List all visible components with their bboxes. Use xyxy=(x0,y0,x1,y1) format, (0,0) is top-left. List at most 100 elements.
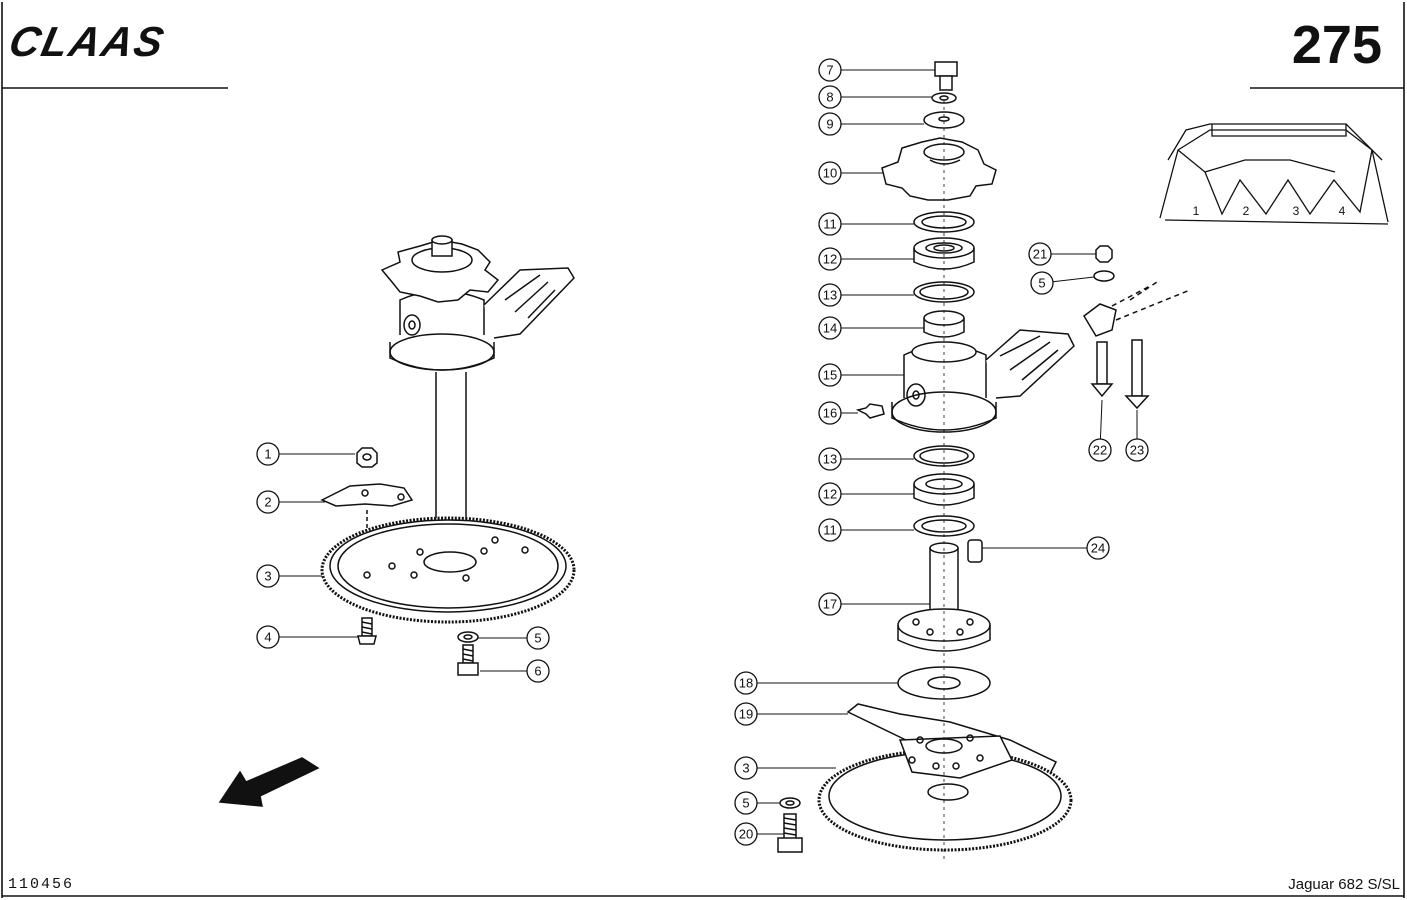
callout-12: 12 xyxy=(818,247,914,271)
callout-11: 11 xyxy=(818,518,914,542)
callout-circle xyxy=(256,564,280,588)
callout-1: 1 xyxy=(256,442,355,466)
inset-row-labels: 1 2 3 4 xyxy=(1193,204,1346,218)
part-23-bolt xyxy=(1124,339,1150,410)
callout-circle xyxy=(818,212,842,236)
callout-circle xyxy=(818,161,842,185)
callout-label: 5 xyxy=(1038,276,1045,291)
left-gearbox-housing xyxy=(389,267,575,371)
callout-label: 6 xyxy=(534,664,541,679)
callout-12: 12 xyxy=(818,482,914,506)
callout-circle xyxy=(818,401,842,425)
callout-circle xyxy=(818,447,842,471)
model-name: Jaguar 682 S/SL xyxy=(1288,876,1400,893)
callout-6: 6 xyxy=(480,659,550,683)
left-plate xyxy=(320,483,414,575)
left-nut xyxy=(356,447,378,468)
left-assembly xyxy=(218,235,576,807)
callout-label: 1 xyxy=(264,447,271,462)
callout-circle xyxy=(734,791,758,815)
callout-5: 5 xyxy=(1030,271,1095,295)
callout-circle xyxy=(734,671,758,695)
part-10-sprocket xyxy=(881,137,997,201)
callout-circle xyxy=(256,625,280,649)
callout-13: 13 xyxy=(818,447,914,471)
callout-circle xyxy=(1086,536,1110,560)
callout-11: 11 xyxy=(818,212,914,236)
leader-line xyxy=(1052,276,1095,283)
header-overview-inset xyxy=(1159,123,1389,225)
callout-label: 12 xyxy=(823,252,837,267)
callout-label: 20 xyxy=(739,827,753,842)
callout-circle xyxy=(1030,271,1054,295)
callout-label: 12 xyxy=(823,487,837,502)
callout-label: 5 xyxy=(742,796,749,811)
callout-circle xyxy=(818,363,842,387)
callout-label: 18 xyxy=(739,676,753,691)
inset-label: 1 xyxy=(1193,204,1200,218)
callout-16: 16 xyxy=(818,401,858,425)
callout-circle xyxy=(526,626,550,650)
inset-label: 3 xyxy=(1293,204,1300,218)
callout-7: 7 xyxy=(818,58,935,82)
callout-circle xyxy=(818,316,842,340)
callout-circle xyxy=(818,518,842,542)
callout-label: 9 xyxy=(826,117,833,132)
callout-circle xyxy=(256,490,280,514)
callout-22: 22 xyxy=(1088,399,1112,462)
callout-circle xyxy=(1088,438,1112,462)
callout-circle xyxy=(734,756,758,780)
callout-5: 5 xyxy=(734,791,780,815)
part-7-bolt xyxy=(934,61,958,91)
part-22-bolt xyxy=(1090,341,1114,398)
left-bolt-4 xyxy=(357,617,377,645)
callout-17: 17 xyxy=(818,592,930,616)
callout-15: 15 xyxy=(818,363,904,387)
callout-circle xyxy=(1125,438,1149,462)
callout-label: 5 xyxy=(534,631,541,646)
callout-19: 19 xyxy=(734,702,848,726)
callout-circle xyxy=(818,482,842,506)
callout-label: 15 xyxy=(823,368,837,383)
right-assembly xyxy=(777,61,1191,860)
callout-18: 18 xyxy=(734,671,898,695)
inset-label: 2 xyxy=(1243,204,1250,218)
callout-label: 23 xyxy=(1130,443,1144,458)
part-15-housing xyxy=(891,329,1075,433)
callout-label: 4 xyxy=(264,630,271,645)
callout-label: 2 xyxy=(264,495,271,510)
callout-circle xyxy=(818,85,842,109)
callout-label: 22 xyxy=(1093,443,1107,458)
callout-24: 24 xyxy=(982,536,1110,560)
callout-circle xyxy=(818,283,842,307)
callout-23: 23 xyxy=(1125,410,1149,462)
callout-4: 4 xyxy=(256,625,358,649)
left-toothed-disc xyxy=(320,516,576,624)
callout-13: 13 xyxy=(818,283,914,307)
callout-label: 10 xyxy=(823,166,837,181)
callout-circle xyxy=(818,247,842,271)
left-bolt-6 xyxy=(457,644,479,676)
callout-label: 19 xyxy=(739,707,753,722)
left-sprocket xyxy=(380,235,500,303)
callout-3: 3 xyxy=(256,564,322,588)
callout-circle xyxy=(1028,242,1052,266)
callout-circle xyxy=(734,822,758,846)
callout-label: 21 xyxy=(1033,247,1047,262)
callout-label: 24 xyxy=(1091,541,1105,556)
callout-3: 3 xyxy=(734,756,836,780)
document-number: 110456 xyxy=(8,876,75,893)
callout-9: 9 xyxy=(818,112,924,136)
direction-arrow xyxy=(218,757,320,807)
callout-circle xyxy=(818,592,842,616)
callout-10: 10 xyxy=(818,161,884,185)
callout-label: 3 xyxy=(264,569,271,584)
callout-label: 8 xyxy=(826,90,833,105)
callout-5: 5 xyxy=(478,626,550,650)
callout-label: 14 xyxy=(823,321,837,336)
callout-label: 3 xyxy=(742,761,749,776)
inset-label: 4 xyxy=(1339,204,1346,218)
